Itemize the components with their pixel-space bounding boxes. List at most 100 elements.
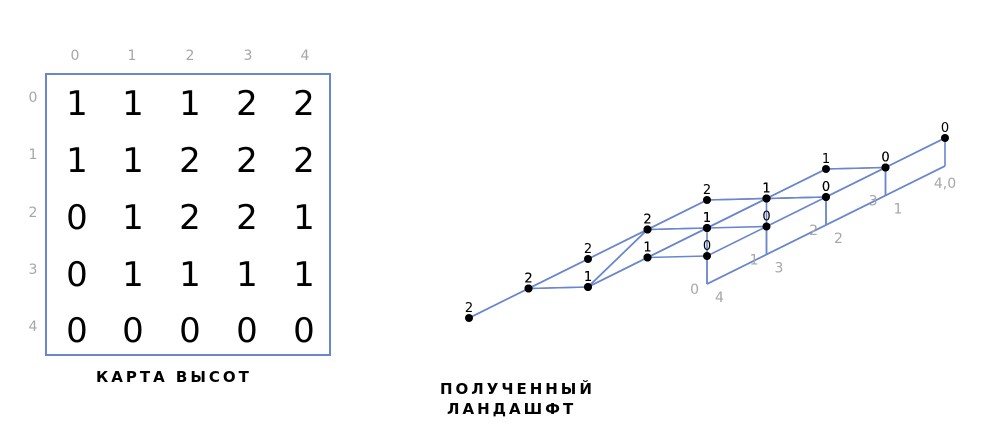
- surface-edge: [528, 258, 589, 290]
- heightmap-cell: 0: [179, 311, 201, 351]
- heightmap-col-index-4: 4: [300, 48, 310, 64]
- heightmap-cell: 1: [236, 255, 258, 295]
- landscape-height-label: 1: [643, 241, 651, 256]
- axis-label-right: 2: [834, 231, 843, 247]
- surface-edge: [706, 225, 767, 229]
- heightmap-cell: 2: [179, 198, 201, 238]
- landscape-node: [703, 252, 711, 260]
- landscape-height-label: 0: [881, 151, 889, 166]
- landscape-height-label: 2: [643, 213, 651, 228]
- landscape-height-label: 0: [881, 151, 889, 166]
- landscape-height-label: 2: [703, 183, 711, 198]
- axis-label-left: 0: [690, 282, 699, 298]
- landscape-height-label: 2: [524, 272, 532, 287]
- surface-edge: [706, 197, 767, 229]
- landscape-node: [465, 314, 473, 322]
- heightmap-cell: 1: [122, 255, 144, 295]
- landscape-caption-line2: ЛАНДАШФТ: [447, 400, 577, 418]
- landscape-height-label: 2: [465, 301, 473, 316]
- heightmap-cell: 0: [236, 311, 258, 351]
- heightmap-cell: 1: [293, 255, 315, 295]
- surface-edge: [587, 228, 649, 288]
- landscape-height-label: 1: [703, 211, 711, 226]
- landscape-height-label: 2: [643, 213, 651, 228]
- heightmap-cell: 2: [236, 84, 258, 124]
- landscape-height-label: 1: [703, 211, 711, 226]
- heightmap-cell: 1: [179, 255, 201, 295]
- landscape-height-label: 0: [822, 180, 830, 195]
- heightmap-row-index-2: 2: [28, 205, 38, 221]
- axis-label-left: 1: [750, 253, 759, 269]
- heightmap-cell: 0: [122, 311, 144, 351]
- landscape-height-label: 1: [584, 270, 592, 285]
- landscape-node: [703, 196, 711, 204]
- landscape-node: [762, 194, 771, 203]
- landscape-height-label: 2: [584, 242, 592, 257]
- surface-edge: [766, 168, 827, 200]
- landscape-height-label: 1: [762, 182, 770, 197]
- landscape-node: [822, 193, 830, 201]
- heightmap-cell: 1: [179, 84, 201, 124]
- heightmap-cell: 2: [293, 84, 315, 124]
- heightmap-col-index-2: 2: [185, 48, 195, 64]
- heightmap-cell: 2: [236, 198, 258, 238]
- heightmap-cell: 0: [66, 255, 88, 295]
- surface-edge: [468, 287, 529, 319]
- heightmap-cell: 0: [293, 311, 315, 351]
- heightmap-row-index-3: 3: [28, 262, 38, 278]
- landscape-height-label: 0: [762, 210, 770, 225]
- surface-edge: [766, 196, 827, 228]
- surface-edge: [647, 255, 708, 259]
- heightmap-cell: 0: [66, 311, 88, 351]
- landscape-caption-line1: ПОЛУЧЕННЫЙ: [440, 380, 595, 398]
- axis-label-left: 3: [869, 194, 878, 210]
- landscape-height-label: 1: [762, 182, 770, 197]
- axis-corner-label: 4,0: [934, 176, 956, 192]
- landscape-node: [643, 253, 652, 262]
- base-edge: [885, 165, 946, 197]
- base-edge: [766, 224, 827, 256]
- landscape-node: [584, 255, 592, 263]
- landscape-node: [703, 224, 711, 232]
- landscape-node: [584, 283, 592, 291]
- surface-edge: [587, 256, 648, 288]
- heightmap-grid: 1 1 1 2 2 1 1 2 2 2 0 1 2 2 1 0 1 1 1 1 …: [45, 73, 331, 356]
- landscape-node: [881, 163, 890, 172]
- heightmap-row-index-4: 4: [28, 319, 38, 335]
- landscape-node: [762, 222, 771, 231]
- landscape-node: [643, 225, 652, 234]
- heightmap-cell: 1: [66, 141, 88, 181]
- landscape-height-label: 0: [822, 180, 830, 195]
- heightmap-row-index-1: 1: [28, 147, 38, 163]
- landscape-height-label: 1: [584, 270, 592, 285]
- landscape-height-label: 1: [703, 211, 711, 226]
- heightmap-col-index-0: 0: [70, 48, 80, 64]
- heightmap-cell: 2: [236, 141, 258, 181]
- surface-edge: [587, 228, 648, 260]
- base-edge: [706, 253, 767, 285]
- surface-edge: [706, 225, 767, 257]
- heightmap-cell: 1: [122, 141, 144, 181]
- surface-edge: [825, 166, 886, 198]
- surface-edge: [825, 166, 886, 170]
- surface-edge: [766, 196, 827, 200]
- heightmap-cell: 2: [179, 141, 201, 181]
- landscape-node: [822, 165, 830, 173]
- landscape-height-label: 0: [703, 239, 711, 254]
- heightmap-caption: КАРТА ВЫСОТ: [96, 368, 252, 386]
- surface-edge: [647, 227, 708, 231]
- heightmap-cell: 1: [66, 84, 88, 124]
- surface-edge: [885, 137, 946, 169]
- heightmap-cell: 1: [293, 198, 315, 238]
- landscape-height-label: 1: [762, 182, 770, 197]
- axis-label-left: 2: [809, 223, 818, 239]
- axis-label-right: 3: [775, 261, 784, 277]
- surface-edge: [706, 197, 767, 201]
- heightmap-cell: 1: [122, 198, 144, 238]
- heightmap-col-index-3: 3: [243, 48, 253, 64]
- landscape-height-label: 1: [822, 152, 830, 167]
- heightmap-col-index-1: 1: [127, 48, 137, 64]
- base-edge: [825, 194, 886, 226]
